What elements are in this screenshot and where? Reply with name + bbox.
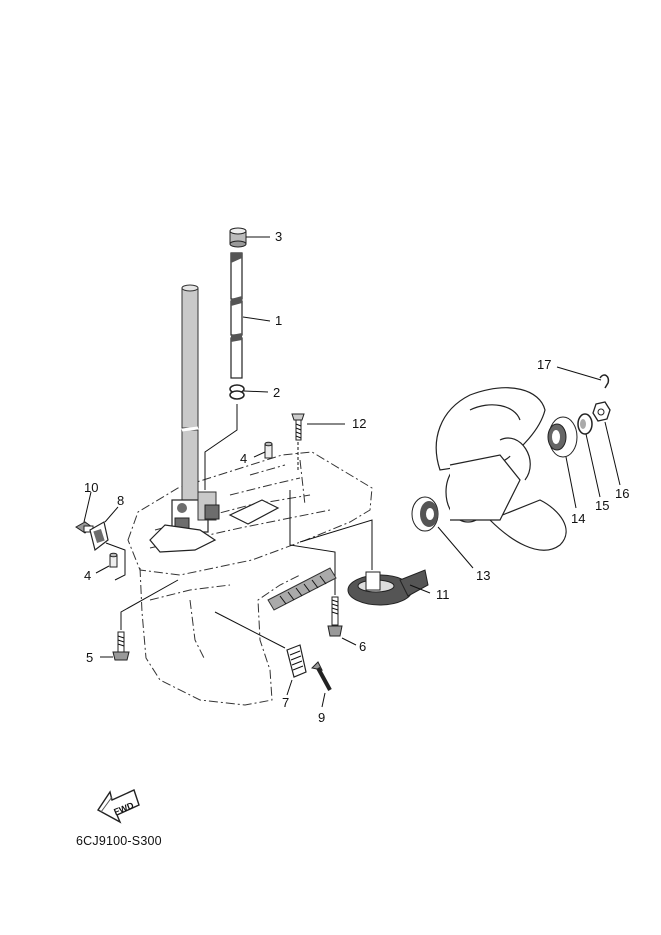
callout-13: 13 <box>476 568 490 583</box>
drive-shaft <box>181 284 199 516</box>
bolt-6 <box>327 596 343 637</box>
thrust-washer-13 <box>411 496 439 532</box>
bushing-3 <box>229 227 247 248</box>
dowel-pin-lower <box>109 552 118 568</box>
propeller-shaft <box>267 567 337 611</box>
shift-rod <box>230 252 243 379</box>
nut-16 <box>592 401 611 422</box>
fwd-arrow-icon: FWD <box>96 789 140 824</box>
dowel-pin-upper <box>264 441 273 459</box>
washer-15 <box>577 413 593 435</box>
callout-4-upper: 4 <box>240 451 247 466</box>
callout-8: 8 <box>117 493 124 508</box>
callout-2: 2 <box>273 385 280 400</box>
callout-9: 9 <box>318 710 325 725</box>
cotter-pin-17 <box>599 374 610 389</box>
anode-7 <box>286 644 307 678</box>
bolt-5 <box>112 631 130 661</box>
callout-3: 3 <box>275 229 282 244</box>
drawing-code: 6CJ9100-S300 <box>76 834 162 848</box>
callout-11: 11 <box>436 587 450 602</box>
propeller <box>435 387 567 551</box>
callout-15: 15 <box>595 498 609 513</box>
bolt-12 <box>291 413 305 441</box>
callout-16: 16 <box>615 486 629 501</box>
water-pump-assembly <box>149 491 280 553</box>
callout-4-lower: 4 <box>84 568 91 583</box>
grommet-8 <box>89 521 109 552</box>
callout-10: 10 <box>84 480 98 495</box>
callout-14: 14 <box>571 511 585 526</box>
grommet-2 <box>229 384 245 400</box>
spacer-14 <box>547 416 578 458</box>
callout-17: 17 <box>537 357 551 372</box>
callout-7: 7 <box>282 695 289 710</box>
screw-9 <box>310 661 332 691</box>
callout-5: 5 <box>86 650 93 665</box>
callout-12: 12 <box>352 416 366 431</box>
callout-6: 6 <box>359 639 366 654</box>
callout-1: 1 <box>275 313 282 328</box>
trim-tab-anode-11 <box>347 569 429 606</box>
